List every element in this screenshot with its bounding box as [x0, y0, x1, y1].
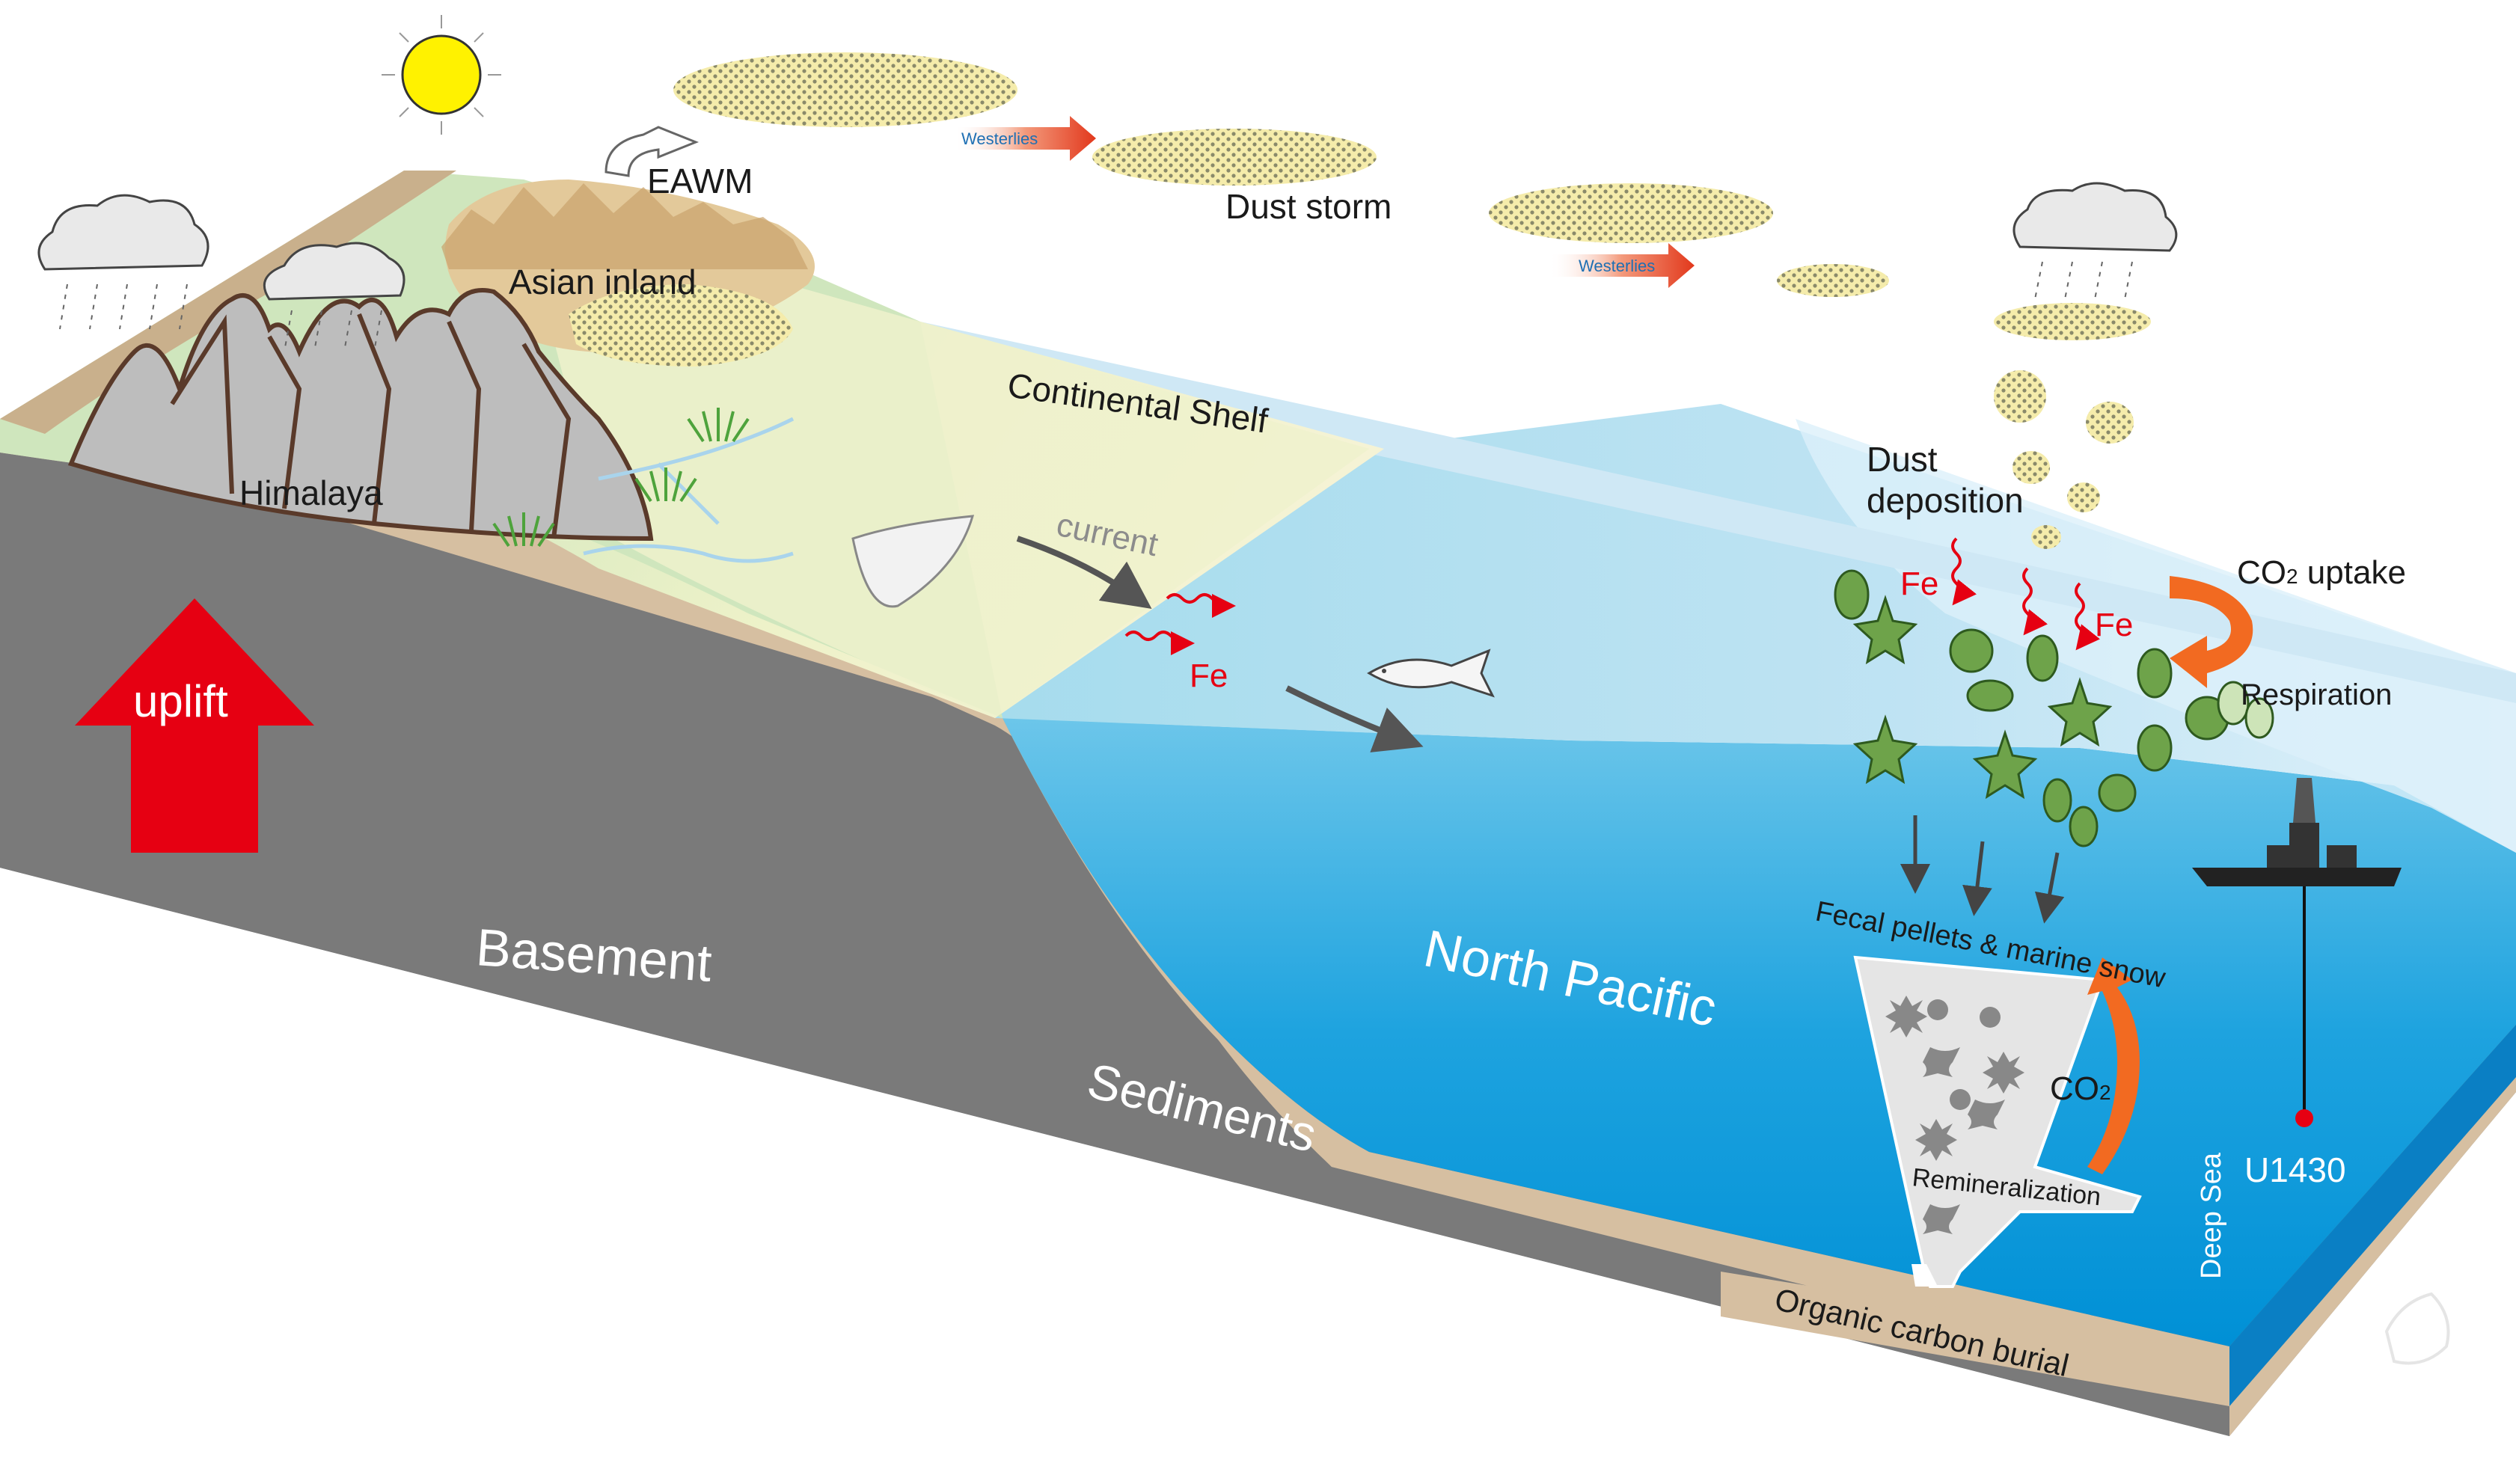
current-arrow — [1016, 536, 1152, 609]
basement-top-edge — [0, 449, 2229, 1436]
ocean-floor-sediment — [1721, 1025, 2516, 1406]
grass-icon — [492, 408, 750, 548]
fe-label: Fe — [1190, 657, 1228, 694]
plankton-icon — [1834, 569, 2274, 847]
asian-inland-dust — [569, 284, 793, 367]
ocean-top-edge-strip — [920, 322, 2516, 703]
eawm-arrow — [604, 126, 700, 177]
cloud-rain-icon — [2013, 182, 2178, 300]
cloud-rain-icon — [263, 242, 405, 352]
co2-uptake-label: CO2 uptake — [2237, 554, 2406, 591]
asian-inland-peaks — [441, 183, 808, 269]
dust-cloud — [2086, 402, 2134, 444]
co2-label: CO2 — [2050, 1070, 2111, 1107]
himalaya-mountains — [67, 288, 654, 542]
fe-squiggle-icon — [1951, 537, 2100, 651]
sun-icon — [382, 15, 501, 135]
ocean-surface — [995, 404, 2516, 853]
ocean-front — [1003, 718, 2516, 1346]
himalaya-label: Himalaya — [239, 473, 383, 512]
uplift-arrow — [75, 598, 314, 853]
sediment-front — [1003, 718, 2229, 1391]
ocean-surface-light — [1796, 419, 2516, 853]
fe-squiggle-icon — [1124, 593, 1236, 655]
dust-deposition-label: deposition — [1867, 481, 2024, 520]
fe-label: Fe — [2095, 607, 2133, 643]
dust-cloud — [2013, 451, 2050, 484]
westerlies-label: Westerlies — [1579, 257, 1655, 275]
ship-icon — [2192, 778, 2402, 1127]
deep-sea-label: Deep Sea — [2196, 1152, 2227, 1279]
dust-cloud — [1777, 264, 1889, 297]
fe-label: Fe — [1900, 565, 1938, 602]
site-label: U1430 — [2244, 1150, 2346, 1189]
co2-rising-arrow — [2087, 957, 2140, 1174]
asian-inland-label: Asian inland — [509, 263, 697, 301]
dust-cloud — [1994, 370, 2046, 423]
dust-cloud — [2067, 482, 2100, 512]
remineralization-funnel — [1853, 955, 2142, 1288]
dust-cloud — [1092, 129, 1377, 186]
dust-cloud — [1489, 183, 1773, 243]
ocean-right-face — [2229, 1025, 2516, 1406]
watermark-logo — [2384, 1292, 2450, 1365]
dust-cloud — [1994, 303, 2151, 340]
fish-icon — [1367, 649, 1495, 698]
eawm-label: EAWM — [647, 162, 753, 200]
dust-deposition-label: Dust — [1867, 440, 1938, 479]
westerlies-arrow — [1549, 243, 1695, 288]
leaf-icon — [851, 515, 975, 608]
sinking-arrows — [1900, 815, 2065, 924]
respiration-label: Respiration — [2241, 678, 2392, 711]
westerlies-label: Westerlies — [961, 129, 1038, 148]
uplift-label: uplift — [133, 676, 228, 726]
dust-storm-label: Dust storm — [1225, 187, 1392, 226]
dust-cloud — [673, 52, 1017, 127]
co2-uptake-arrow — [2170, 576, 2253, 688]
dust-cloud — [2031, 525, 2061, 549]
westerlies-arrow — [954, 116, 1096, 161]
current-arrow — [1285, 685, 1424, 752]
cloud-rain-icon — [37, 194, 209, 330]
